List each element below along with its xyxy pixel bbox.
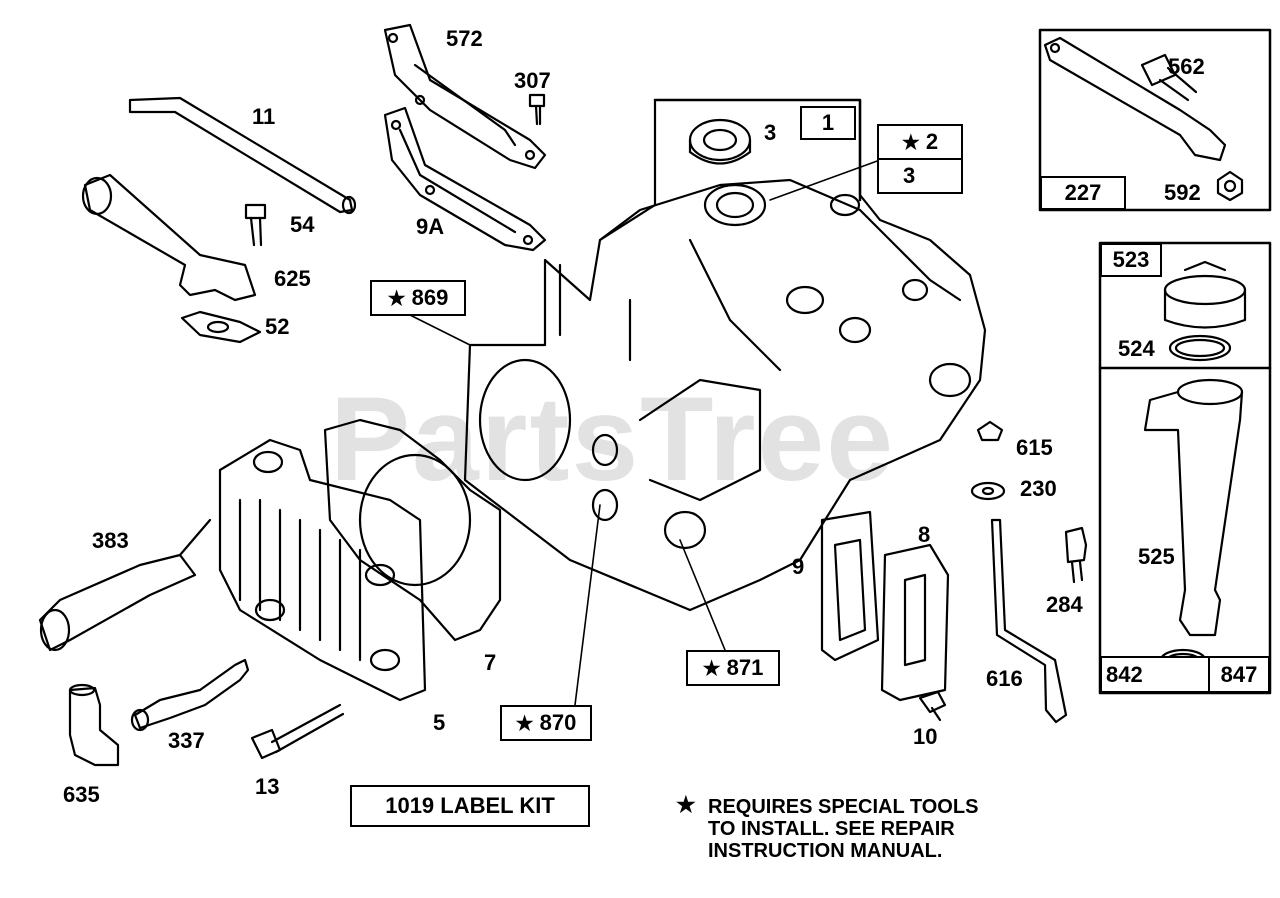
- rod-616-part: [990, 518, 1068, 724]
- spark-plug-boot-635-part: [68, 683, 120, 767]
- callout-13: 13: [255, 774, 280, 799]
- head-gasket-7-part: [323, 418, 502, 642]
- callout-615: 615: [1016, 435, 1053, 460]
- callout-562: 562: [1168, 54, 1205, 79]
- note-line-2: TO INSTALL. SEE REPAIR: [708, 818, 955, 840]
- nut-592-part: [1216, 170, 1244, 202]
- cylinder-block-part: [463, 98, 987, 612]
- callout-284: 284: [1046, 592, 1083, 617]
- gasket-52-part: [180, 310, 262, 344]
- kit-frames: [653, 28, 1272, 695]
- callout-54: 54: [290, 212, 315, 237]
- screw-307-part: [528, 93, 546, 126]
- callout-7: 7: [484, 650, 497, 675]
- callout-box-227: 227: [1040, 176, 1126, 210]
- callout-11: 11: [252, 104, 276, 129]
- intake-elbow-625-part: [81, 173, 257, 302]
- tube-11-part: [128, 96, 357, 215]
- screw-10-part: [918, 690, 947, 722]
- callout-box-842: 842: [1100, 656, 1210, 693]
- bolt-54-part: [244, 203, 267, 247]
- callout-box-3: 3: [877, 158, 963, 194]
- callout-383: 383: [92, 528, 129, 553]
- callout-box-847: 847: [1208, 656, 1270, 693]
- label-kit-box: 1019 LABEL KIT: [350, 785, 590, 827]
- watermark: PartsTree: [330, 372, 896, 506]
- callout-8: 8: [918, 522, 931, 547]
- callout-box-1: 1: [800, 106, 856, 140]
- note-line-3: INSTRUCTION MANUAL.: [708, 840, 943, 862]
- callout-9a: 9A: [416, 214, 445, 239]
- tool-383-part: [38, 518, 212, 652]
- spark-plug-337-part: [130, 658, 250, 732]
- tube-525-part: [1143, 378, 1244, 637]
- leader-lines: [409, 159, 881, 706]
- callout-592: 592: [1164, 180, 1201, 205]
- callout-572: 572: [446, 26, 483, 51]
- cylinder-head-5-part: [218, 438, 427, 702]
- callout-5: 5: [433, 710, 446, 735]
- callout-524: 524: [1118, 336, 1155, 361]
- callout-307: 307: [514, 68, 551, 93]
- oil-seal-3-part: [688, 118, 752, 165]
- callout-3: 3: [764, 120, 777, 145]
- callout-525: 525: [1138, 544, 1175, 569]
- callout-box-523: 523: [1100, 243, 1162, 277]
- callout-box-870: ★870: [500, 705, 592, 741]
- gasket-9-part: [820, 510, 880, 662]
- callout-box-871: ★871: [686, 650, 780, 686]
- callout-230: 230: [1020, 476, 1057, 501]
- special-tools-note: ★ REQUIRES SPECIAL TOOLS TO INSTALL. SEE…: [676, 792, 979, 863]
- o-ring-524-part: [1168, 334, 1232, 362]
- callout-9: 9: [792, 554, 805, 579]
- callout-635: 635: [63, 782, 100, 807]
- callout-10: 10: [913, 724, 938, 749]
- star-icon: ★: [676, 792, 696, 817]
- callout-box-869: ★869: [370, 280, 466, 316]
- callout-616: 616: [986, 666, 1023, 691]
- callout-337: 337: [168, 728, 205, 753]
- fitting-615-part: [976, 420, 1004, 442]
- cap-523-part: [1163, 260, 1247, 329]
- bolt-13-part: [250, 703, 345, 760]
- link-227-part: [1043, 36, 1227, 162]
- note-line-1: REQUIRES SPECIAL TOOLS: [708, 796, 979, 818]
- callout-52: 52: [265, 314, 290, 339]
- bolt-562-part: [1140, 53, 1198, 102]
- plate-572-part: [383, 23, 547, 170]
- callout-box-2: ★2: [877, 124, 963, 160]
- fitting-284-part: [1064, 526, 1088, 584]
- breather-8-part: [880, 543, 950, 702]
- washer-230-part: [970, 481, 1006, 501]
- callout-625: 625: [274, 266, 311, 291]
- gasket-9a-part: [383, 106, 547, 252]
